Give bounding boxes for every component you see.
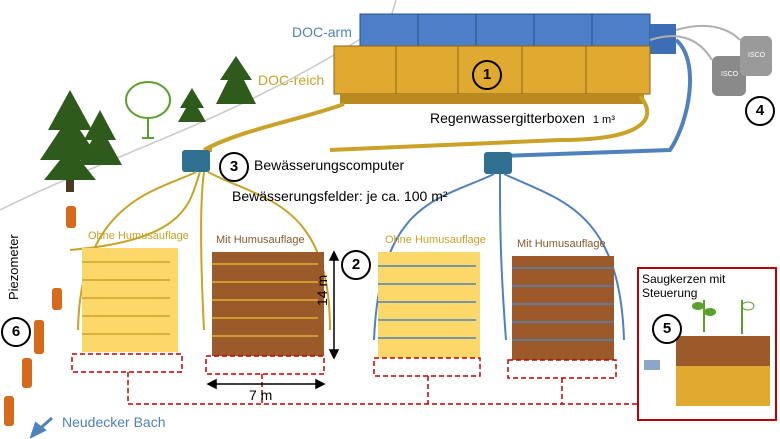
sampler-tube <box>649 24 741 61</box>
isco-label: ISCO <box>748 52 766 59</box>
field-mit-label: Mit Humusauflage <box>517 238 606 250</box>
gold-feed-lines <box>69 171 331 331</box>
suction-cup-lines <box>71 353 640 405</box>
piezometer-label: Piezometer <box>6 234 21 300</box>
doc-arm-label: DOC-arm <box>292 24 352 40</box>
marker-2: 2 <box>341 250 371 280</box>
marker-6: 6 <box>1 317 31 347</box>
field-ohne-gold <box>82 248 178 352</box>
doc-reich-label: DOC-reich <box>258 72 325 88</box>
fields-label: Bewässerungsfelder: je ca. 100 m² <box>232 188 448 204</box>
field-mit-gold <box>212 252 324 356</box>
width-dimension-label: 7 m <box>249 387 273 403</box>
conifer-tree-icon <box>78 110 122 165</box>
conifer-tree-icon <box>40 90 100 192</box>
computer-label: Bewässerungscomputer <box>254 157 405 173</box>
field-ohne-label: Ohne Humusauflage <box>385 234 486 246</box>
irrigation-computer-icon <box>484 152 512 174</box>
field-mit-label: Mit Humusauflage <box>216 234 305 246</box>
soil-profile-icon <box>644 300 770 406</box>
conifer-tree-icon <box>216 56 256 104</box>
field-ohne-label: Ohne Humusauflage <box>88 230 189 242</box>
bach-label: Neudecker Bach <box>62 414 166 430</box>
field-mit-blue <box>512 256 614 360</box>
saugkerzen-label: Saugkerzen mit Steuerung <box>642 272 726 300</box>
dimension-arrows <box>206 250 340 390</box>
irrigation-computer-icon <box>182 150 210 172</box>
blue-supply-pipe <box>499 38 693 158</box>
marker-1: 1 <box>472 60 502 90</box>
marker-5: 5 <box>652 314 682 344</box>
conifer-tree-icon <box>178 88 206 122</box>
piezometer-icon <box>4 206 76 426</box>
marker-3: 3 <box>219 152 249 182</box>
deciduous-tree-icon <box>125 81 171 139</box>
isco-sampler-icon <box>712 36 772 96</box>
isco-label: ISCO <box>721 71 739 78</box>
field-ohne-blue <box>378 252 480 358</box>
boxes-label: Regenwassergitterboxen 1 m³ <box>430 110 615 126</box>
stream-arrow-icon <box>29 416 53 439</box>
boxes-title: Regenwassergitterboxen <box>430 110 585 126</box>
boxes-unit: 1 m³ <box>592 114 615 126</box>
marker-4: 4 <box>745 96 775 126</box>
length-dimension-label: 14 m <box>314 274 330 306</box>
